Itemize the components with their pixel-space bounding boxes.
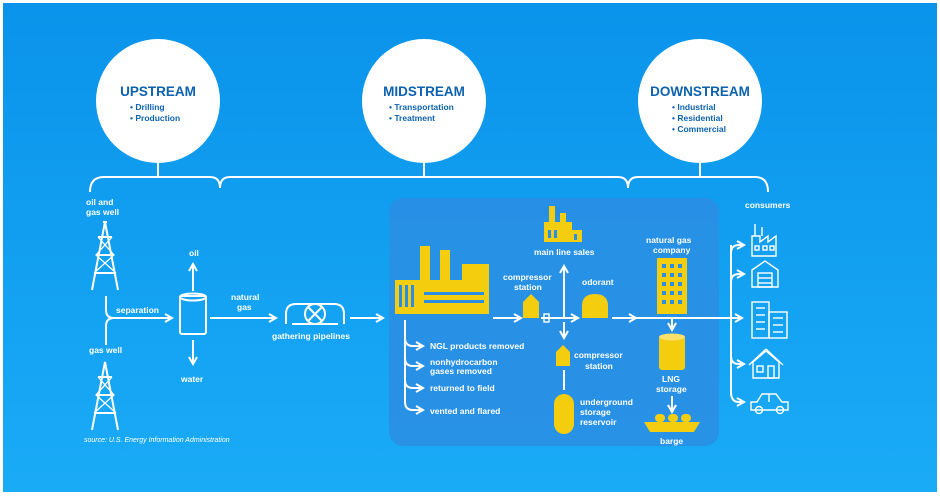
gas-well-label: gas well: [89, 345, 122, 355]
removal-branches: [404, 320, 426, 415]
oil-derrick-icon: [91, 221, 119, 291]
consumers-label: consumers: [745, 200, 791, 210]
lng-storage-label-1: LNG: [662, 374, 680, 384]
stage-brace: [89, 163, 769, 193]
water-label: water: [180, 374, 204, 384]
main-line-sales-factory-icon: [544, 206, 582, 242]
downstream-title: DOWNSTREAM: [650, 84, 750, 99]
compressor-station-top-label-1: compressor: [503, 272, 552, 282]
underground-storage-label-2: storage: [580, 407, 611, 417]
compressor-station-bottom-label-1: compressor: [574, 350, 623, 360]
lng-tank-icon: [659, 333, 685, 370]
upstream-circle: UPSTREAM • Drilling • Production: [96, 39, 220, 163]
barge-icon: [644, 414, 700, 432]
industrial-consumer-icon: [751, 224, 777, 257]
compressor-icon-top: [523, 294, 539, 318]
natural-gas-company-label-2: company: [653, 245, 691, 255]
lng-storage-label-2: storage: [656, 384, 687, 394]
vented-flared-label: vented and flared: [430, 406, 500, 416]
oil-gas-well-label-1: oil and: [86, 197, 113, 207]
separation-label: separation: [116, 305, 159, 315]
source-note: source: U.S. Energy Information Administ…: [84, 437, 230, 444]
gas-derrick-icon: [91, 361, 119, 431]
car-icon: [750, 393, 789, 415]
midstream-circle: MIDSTREAM • Transportation • Treatment: [362, 39, 486, 163]
midstream-bullet-treatment: • Treatment: [389, 113, 435, 123]
natural-gas-label-2: gas: [237, 302, 252, 312]
underground-storage-label-3: reservoir: [580, 417, 617, 427]
upstream-bullet-production: • Production: [130, 113, 180, 123]
compressor-station-top-label-2: station: [514, 282, 542, 292]
consumer-branches: [730, 240, 747, 407]
oil-label: oil: [189, 248, 199, 258]
compressor-icon-bottom: [556, 345, 570, 366]
natural-gas-company-label-1: natural gas: [646, 235, 692, 245]
ngl-removed-label: NGL products removed: [430, 341, 524, 351]
upstream-bullet-drilling: • Drilling: [130, 102, 165, 112]
downstream-bullet-industrial: • Industrial: [672, 102, 716, 112]
downstream-circle: DOWNSTREAM • Industrial • Residential • …: [638, 39, 762, 163]
midstream-panel: [389, 198, 719, 446]
barge-label: barge: [660, 436, 683, 446]
processing-plant-icon: [395, 246, 489, 314]
downstream-bullet-commercial: • Commercial: [672, 124, 726, 134]
returned-to-field-label: returned to field: [430, 383, 495, 393]
oil-gas-well-label-2: gas well: [86, 207, 119, 217]
nonhydrocarbon-label-1: nonhydrocarbon: [430, 357, 498, 367]
apartment-icon: [751, 301, 788, 339]
warehouse-icon: [751, 260, 779, 288]
pipeline-valve-icon: [285, 303, 345, 325]
odorant-tank-icon: [582, 294, 608, 318]
gathering-pipelines-label: gathering pipelines: [272, 331, 350, 341]
underground-storage-label-1: underground: [580, 397, 633, 407]
office-building-icon: [657, 258, 687, 314]
house-icon: [748, 348, 784, 379]
main-line-sales-label: main line sales: [534, 247, 595, 257]
nonhydrocarbon-label-2: gases removed: [430, 366, 492, 376]
downstream-bullet-residential: • Residential: [672, 113, 723, 123]
separator-tank-icon: [179, 292, 207, 335]
upstream-title: UPSTREAM: [120, 84, 196, 99]
compressor-station-bottom-label-2: station: [585, 361, 613, 371]
natural-gas-label-1: natural: [231, 292, 259, 302]
midstream-title: MIDSTREAM: [383, 84, 465, 99]
midstream-bullet-transportation: • Transportation: [389, 102, 454, 112]
odorant-label: odorant: [582, 277, 614, 287]
storage-reservoir-icon: [554, 394, 574, 434]
